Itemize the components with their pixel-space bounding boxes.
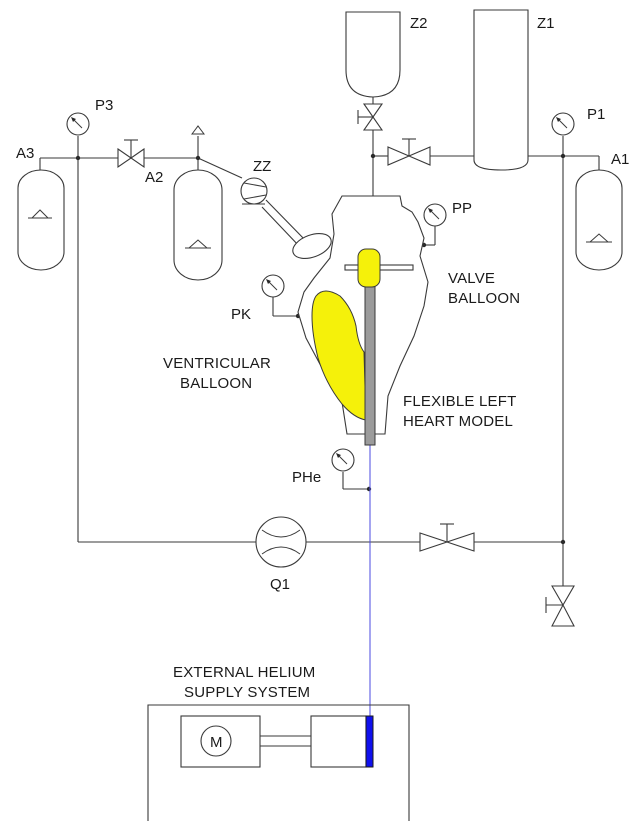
helium-supply-box <box>147 704 410 821</box>
label-z2: Z2 <box>410 15 428 32</box>
label-q1: Q1 <box>270 576 290 593</box>
label-heart-model-1: FLEXIBLE LEFT <box>403 393 516 410</box>
label-phe: PHe <box>292 469 321 486</box>
valve-drain <box>545 585 575 627</box>
label-p1: P1 <box>587 106 605 123</box>
gauge-phe <box>331 448 355 472</box>
label-m: M <box>210 734 223 751</box>
gauge-pk <box>261 274 285 298</box>
label-pk: PK <box>231 306 251 323</box>
label-zz: ZZ <box>253 158 271 175</box>
gauge-p3 <box>66 112 90 136</box>
labels: Z2 Z1 P3 P1 A3 A2 A1 ZZ PP PK PHe Q1 M V… <box>16 15 629 751</box>
tank-z2 <box>345 11 401 98</box>
ventricular-balloon <box>311 290 367 421</box>
gauge-pp <box>423 203 447 227</box>
label-p3: P3 <box>95 97 113 114</box>
valve-left-top <box>117 139 145 169</box>
label-z1: Z1 <box>537 15 555 32</box>
valve-balloon-catheter <box>357 248 381 742</box>
accumulator-a1 <box>575 169 623 271</box>
label-a3: A3 <box>16 145 34 162</box>
valve-z1 <box>387 138 431 166</box>
valve-z2 <box>357 103 384 131</box>
flowmeter-q1 <box>255 516 307 568</box>
label-valve-balloon-1: VALVE <box>448 270 495 287</box>
label-helium-system-2: SUPPLY SYSTEM <box>184 684 310 701</box>
tank-z1 <box>473 9 529 171</box>
label-valve-balloon-2: BALLOON <box>448 290 520 307</box>
label-pp: PP <box>452 200 472 217</box>
accumulator-a3 <box>17 169 65 271</box>
label-a1: A1 <box>611 151 629 168</box>
pump-zz <box>240 177 268 205</box>
label-ventricular-balloon-1: VENTRICULAR <box>163 355 271 372</box>
label-heart-model-2: HEART MODEL <box>403 413 513 430</box>
accumulator-a2 <box>173 125 223 281</box>
valve-bottom <box>419 523 475 552</box>
label-ventricular-balloon-2: BALLOON <box>180 375 252 392</box>
label-a2: A2 <box>145 169 163 186</box>
gauge-p1 <box>551 112 575 136</box>
label-helium-system-1: EXTERNAL HELIUM <box>173 664 315 681</box>
